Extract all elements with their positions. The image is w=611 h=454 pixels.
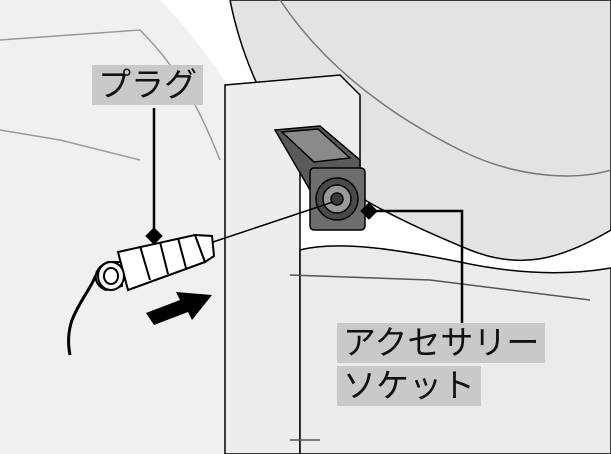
socket-leader bbox=[360, 202, 464, 323]
accessory-socket bbox=[273, 125, 366, 231]
plug-label: プラグ bbox=[92, 65, 203, 105]
accessory-socket-label-line2: ソケット bbox=[337, 366, 481, 406]
plug-leader bbox=[145, 108, 163, 245]
accessory-socket-label-line1: アクセサリー bbox=[337, 323, 546, 363]
insertion-guide-line bbox=[209, 201, 334, 244]
insert-arrow bbox=[146, 292, 212, 325]
plug bbox=[67, 233, 216, 356]
